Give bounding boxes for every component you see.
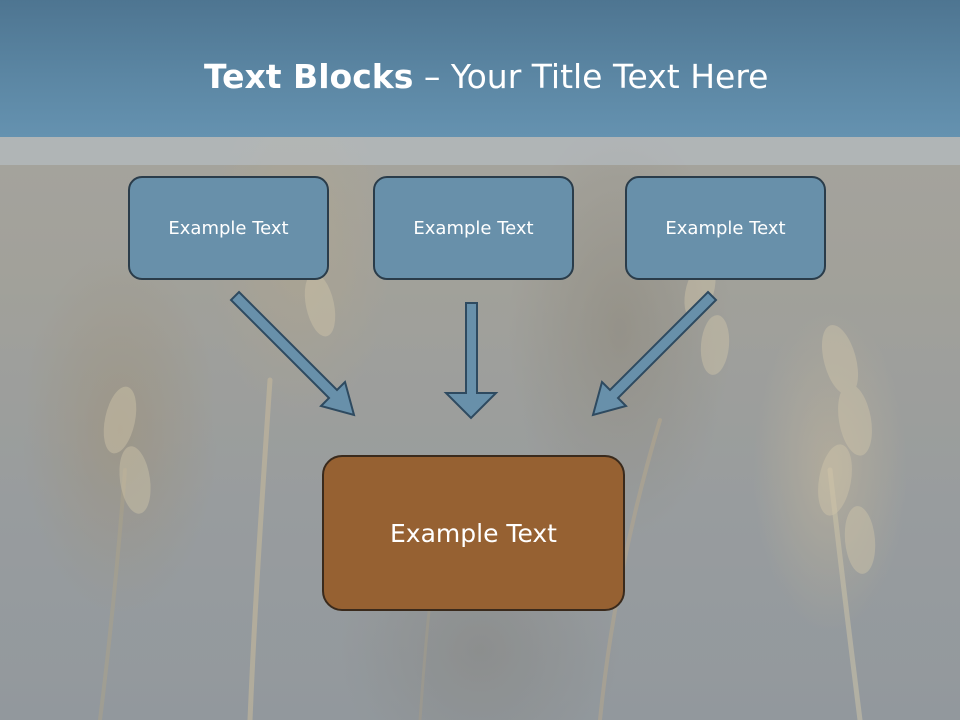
text-block-center: Example Text: [373, 176, 574, 280]
target-block-label: Example Text: [390, 518, 557, 548]
target-text-block: Example Text: [322, 455, 625, 611]
title-bar: [0, 0, 960, 137]
text-block-label: Example Text: [413, 217, 534, 239]
text-block-right: Example Text: [625, 176, 826, 280]
title-rest-part: – Your Title Text Here: [413, 57, 769, 96]
title-bold-part: Text Blocks: [204, 57, 414, 96]
slide-title: Text Blocks – Your Title Text Here: [204, 52, 768, 102]
text-block-label: Example Text: [665, 217, 786, 239]
arrow-left-icon: [229, 290, 356, 417]
text-block-label: Example Text: [168, 217, 289, 239]
title-strip: [0, 137, 960, 165]
arrow-right-icon: [591, 290, 718, 417]
text-block-left: Example Text: [128, 176, 329, 280]
arrow-center-icon: [443, 302, 499, 420]
